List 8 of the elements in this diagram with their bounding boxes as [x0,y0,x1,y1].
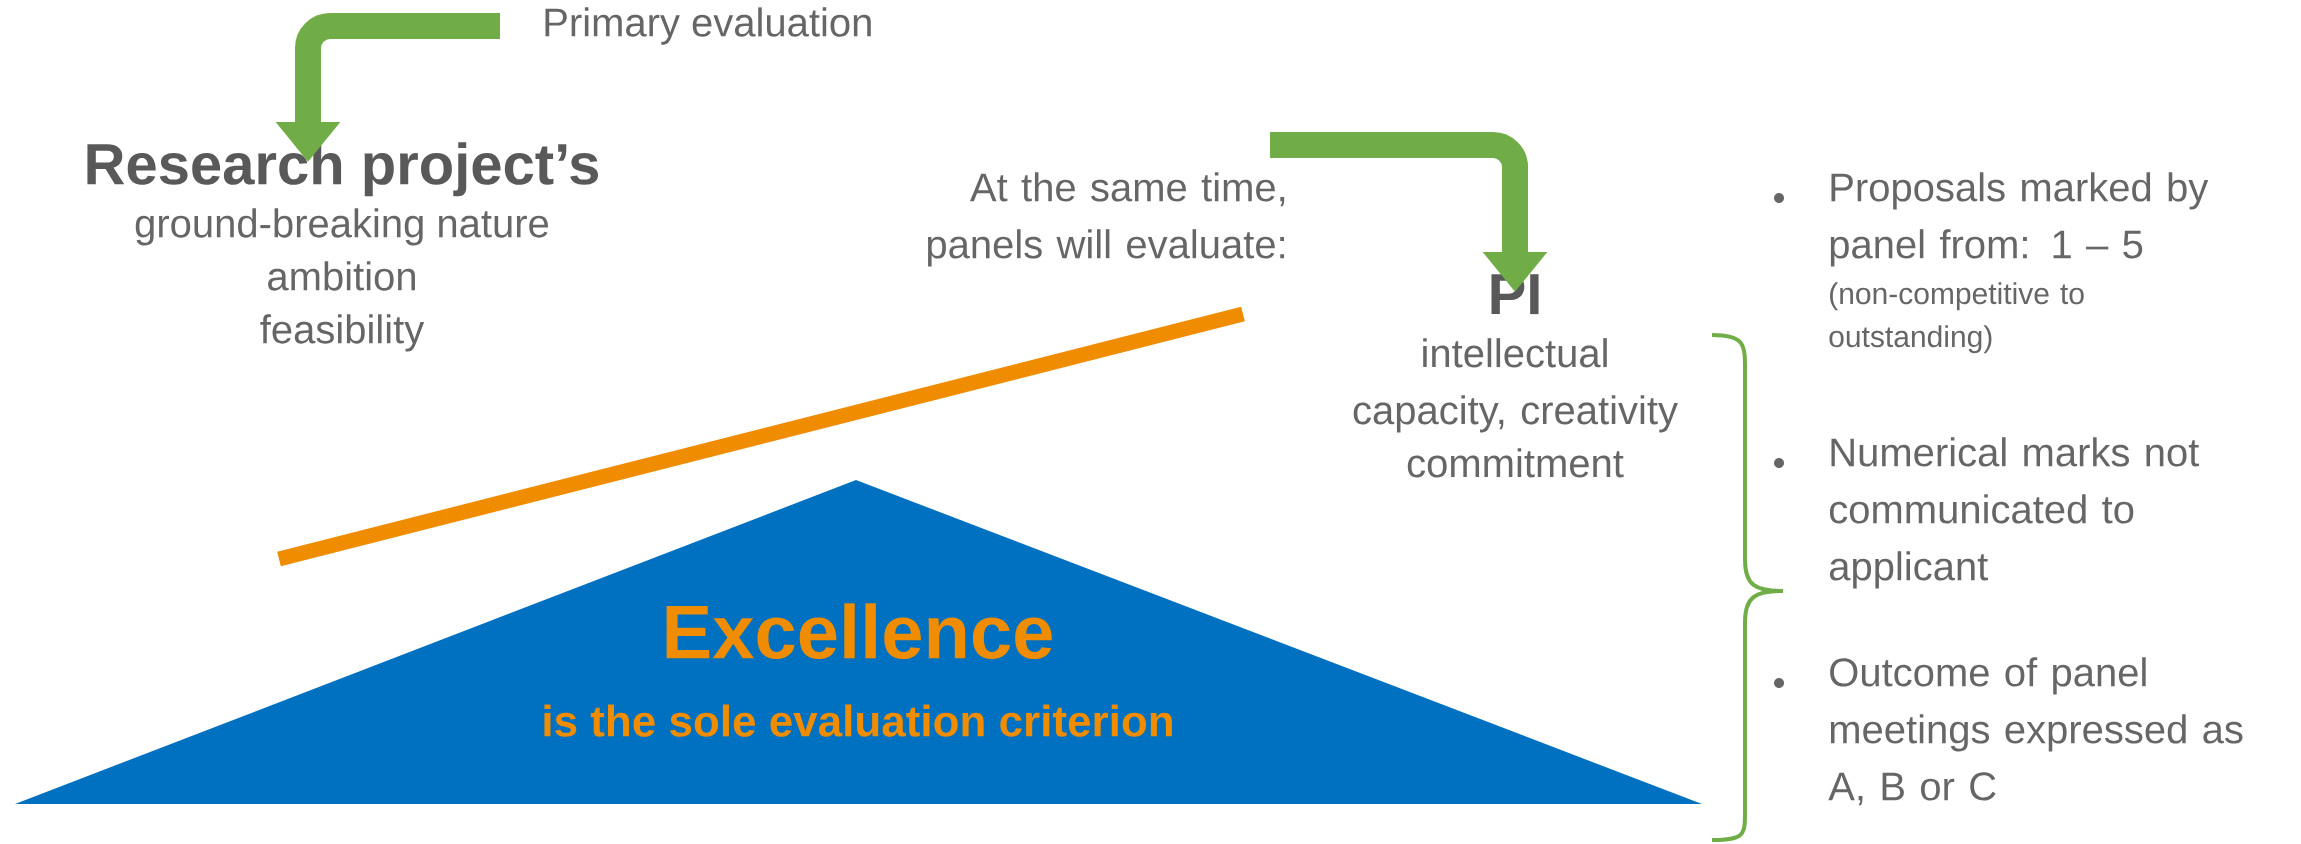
bullet-text: Numerical marks not communicated to applicant [1829,437,2200,589]
bullet-text: Proposals marked by panel from: 1 – 5 [1830,172,2209,267]
bullet-text: Outcome of panel meetings expressed as A, B or C [1828,657,2243,806]
bullet-text: (non-competitive to outstanding) [1829,282,2084,354]
caption-text: At the same time, panels will evaluate: [927,172,1285,267]
criteria-text: Research project’s ground-breaking nature ambition feasibility [87,142,599,352]
triangle: Excellence is the sole evaluation criterion [15,480,1702,804]
caption-text: Primary evaluation [545,7,871,45]
